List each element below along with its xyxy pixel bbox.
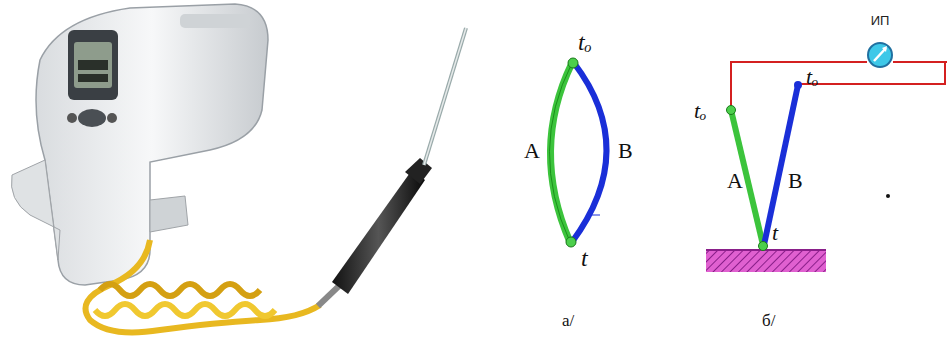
thermocouple-circuit (706, 62, 947, 272)
thermometer-photo (11, 4, 268, 285)
diagram-label: a/ (562, 312, 574, 329)
diagram-label: A (524, 140, 540, 162)
diagram-label: B (618, 140, 633, 162)
meter-label: ИП (865, 14, 895, 27)
diagram-label: t (772, 222, 778, 244)
diagram-label: tₒ (806, 66, 818, 88)
coiled-cable (86, 240, 321, 332)
diagram-label: t (581, 246, 588, 270)
thermocouple-loop (549, 58, 606, 247)
diagram-label: б/ (762, 312, 775, 329)
meter-node: ИП (865, 14, 895, 69)
diagram-label: tₒ (578, 30, 592, 54)
probe (318, 28, 466, 306)
diagram-label: B (788, 170, 803, 192)
diagram-label: A (727, 170, 743, 192)
diagram-label: tₒ (694, 100, 706, 122)
